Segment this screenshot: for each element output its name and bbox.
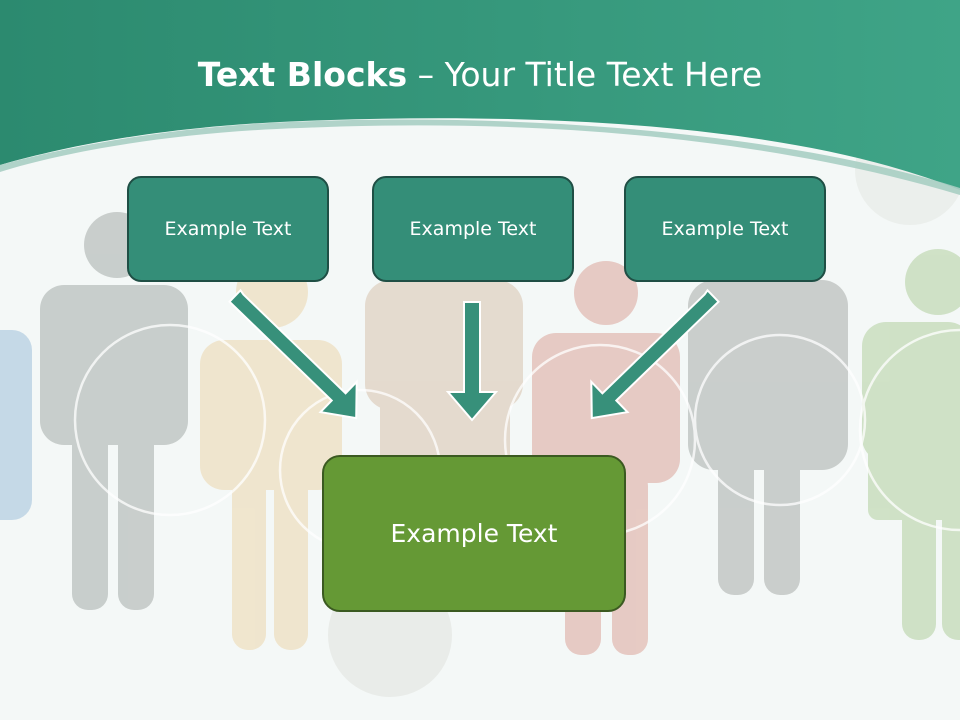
header-band bbox=[0, 0, 960, 190]
text-block-3[interactable]: Example Text bbox=[624, 176, 826, 282]
text-block-1[interactable]: Example Text bbox=[127, 176, 329, 282]
person-figure-gray-right bbox=[688, 280, 848, 595]
person-figure-tan bbox=[365, 280, 523, 470]
page-title: Text Blocks – Your Title Text Here bbox=[0, 52, 960, 98]
text-block-main[interactable]: Example Text bbox=[322, 455, 626, 612]
title-rest: Your Title Text Here bbox=[444, 55, 763, 94]
person-figure-blue bbox=[0, 330, 32, 520]
person-figure-green bbox=[862, 249, 960, 640]
title-dash: – bbox=[407, 55, 445, 94]
title-bold: Text Blocks bbox=[197, 55, 408, 94]
text-block-2[interactable]: Example Text bbox=[372, 176, 574, 282]
